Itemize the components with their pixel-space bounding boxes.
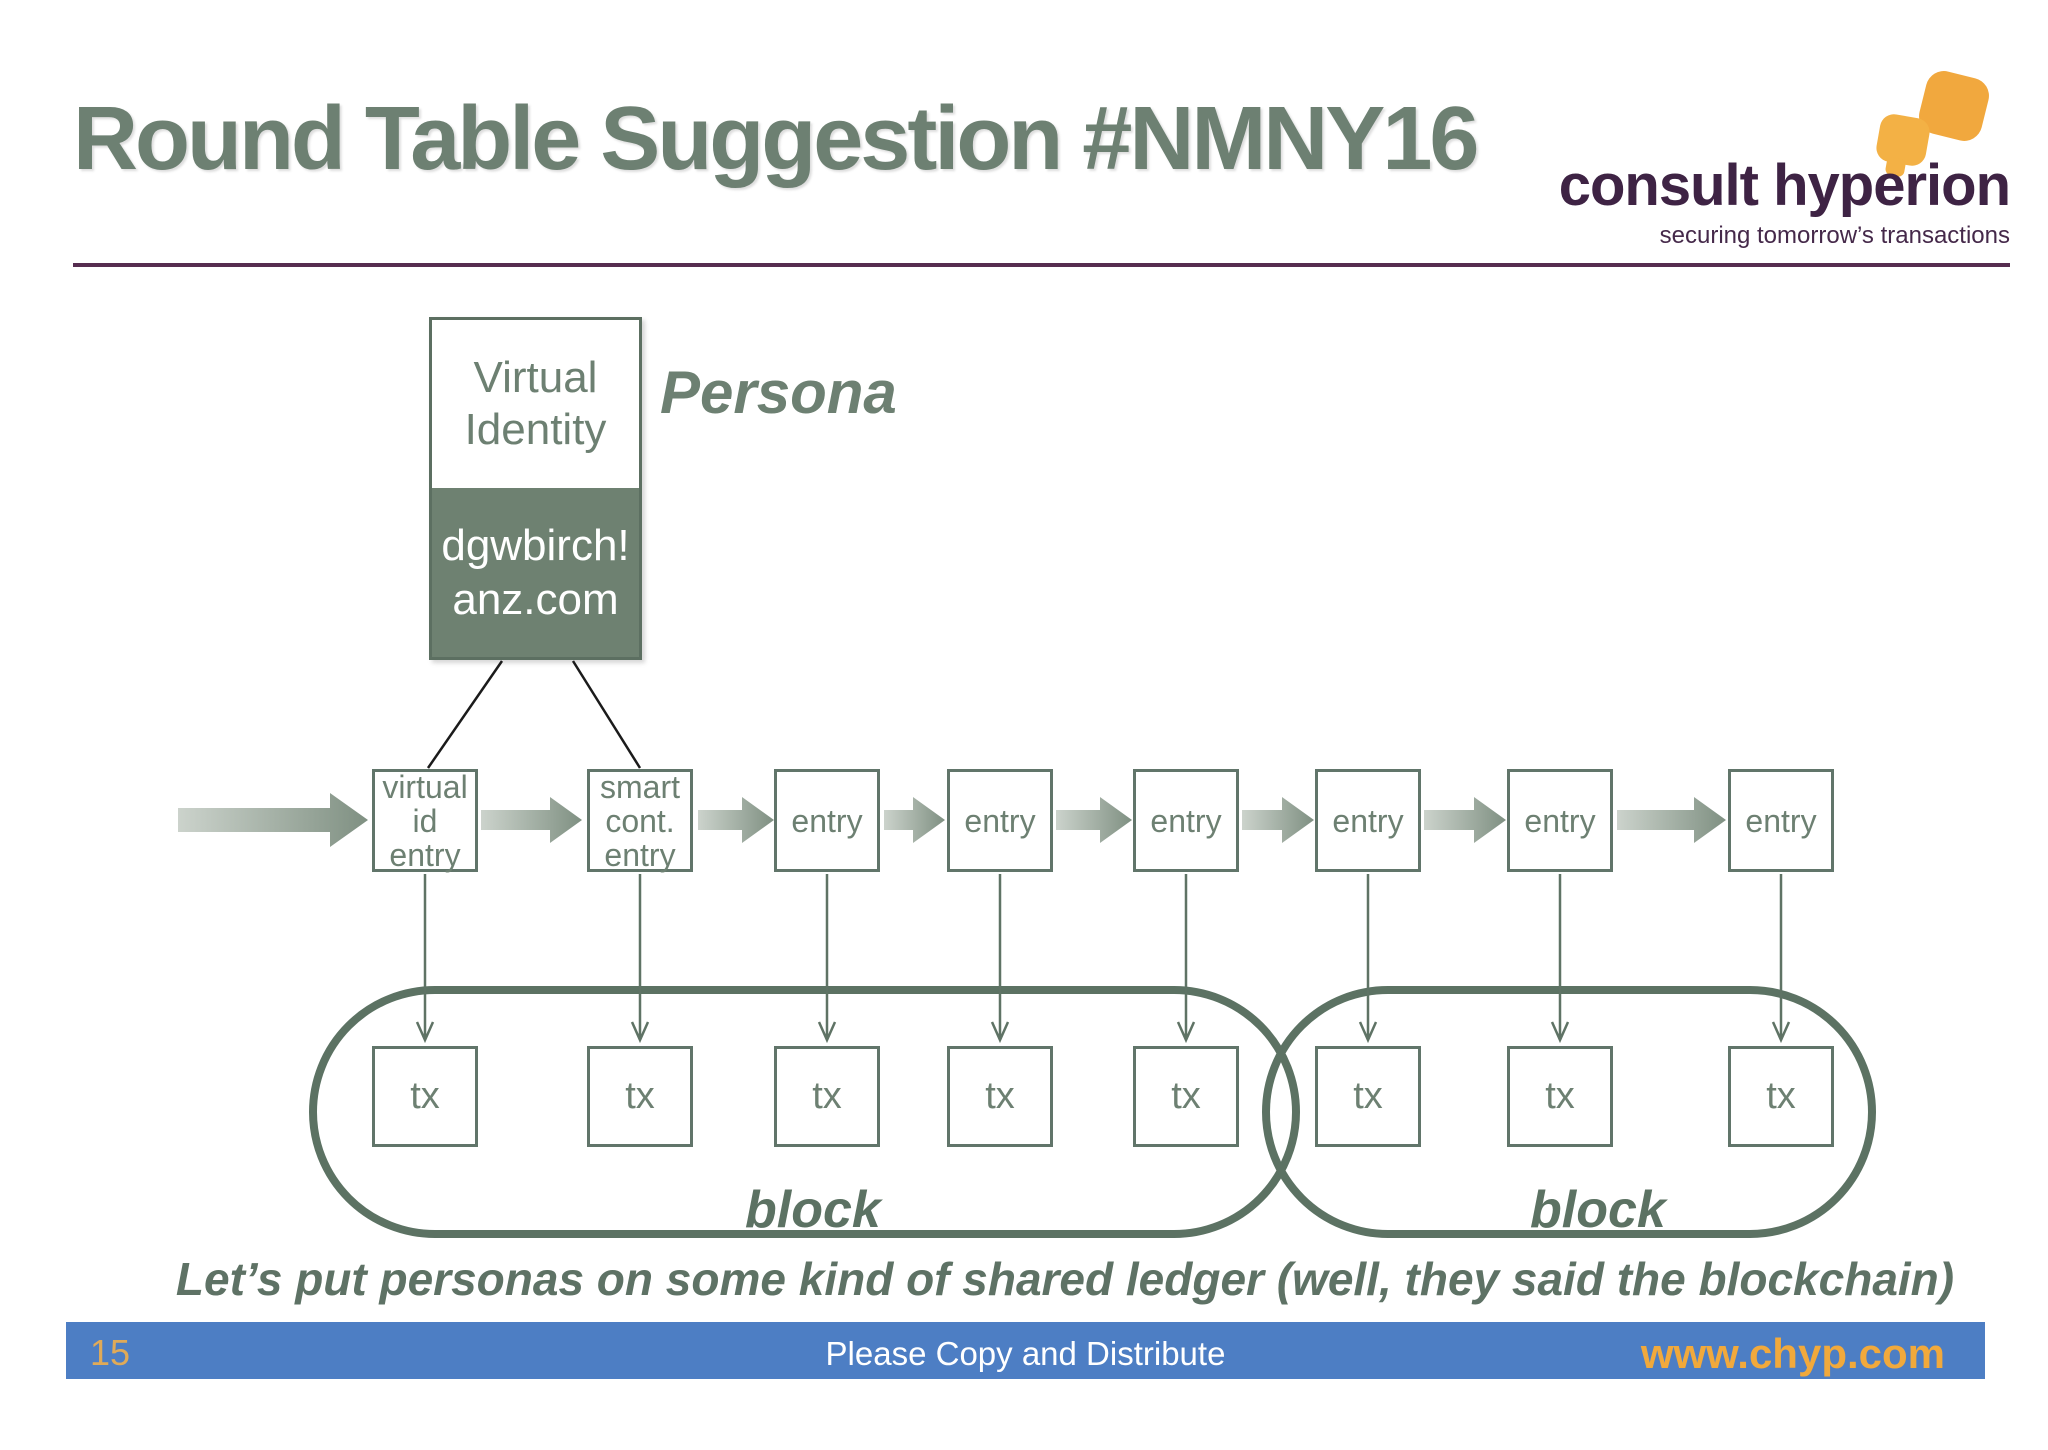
entry-box: entry bbox=[1507, 769, 1613, 872]
entry-box-smart-contract: smart cont. entry bbox=[587, 769, 693, 872]
page-number: 15 bbox=[90, 1332, 131, 1373]
block-label: block bbox=[745, 1181, 881, 1239]
entry-box: entry bbox=[1728, 769, 1834, 872]
entry-box: entry bbox=[774, 769, 880, 872]
entry-box: entry bbox=[1133, 769, 1239, 872]
virtual-identity-label: Virtual Identity bbox=[464, 353, 607, 454]
tx-box: tx bbox=[1728, 1046, 1834, 1147]
tx-box: tx bbox=[587, 1046, 693, 1147]
title-divider bbox=[73, 263, 2010, 267]
logo-wordmark: consult hyperion bbox=[1558, 153, 2011, 218]
page-title: Round Table Suggestion #NMNY16 bbox=[73, 89, 1479, 189]
block-container-2 bbox=[1262, 986, 1876, 1238]
entry-box-virtual-id: virtual id entry bbox=[372, 769, 478, 872]
logo-tagline: securing tomorrow’s transactions bbox=[1659, 222, 2010, 249]
tx-box: tx bbox=[774, 1046, 880, 1147]
tx-box: tx bbox=[1507, 1046, 1613, 1147]
caption: Let’s put personas on some kind of share… bbox=[175, 1253, 1955, 1305]
footer-center-text: Please Copy and Distribute bbox=[825, 1335, 1226, 1372]
virtual-identity-box: Virtual Identity dgwbirch! anz.com bbox=[429, 317, 642, 660]
tx-box: tx bbox=[1315, 1046, 1421, 1147]
persona-label: Persona bbox=[660, 359, 897, 426]
tx-box: tx bbox=[947, 1046, 1053, 1147]
tx-box: tx bbox=[372, 1046, 478, 1147]
tx-box: tx bbox=[1133, 1046, 1239, 1147]
entry-box: entry bbox=[947, 769, 1053, 872]
footer-bar: 15 Please Copy and Distribute www.chyp.c… bbox=[66, 1322, 1985, 1379]
block-label: block bbox=[1530, 1181, 1666, 1239]
persona-address-label: dgwbirch! anz.com bbox=[432, 488, 639, 657]
footer-url: www.chyp.com bbox=[1640, 1330, 1945, 1377]
entry-box: entry bbox=[1315, 769, 1421, 872]
